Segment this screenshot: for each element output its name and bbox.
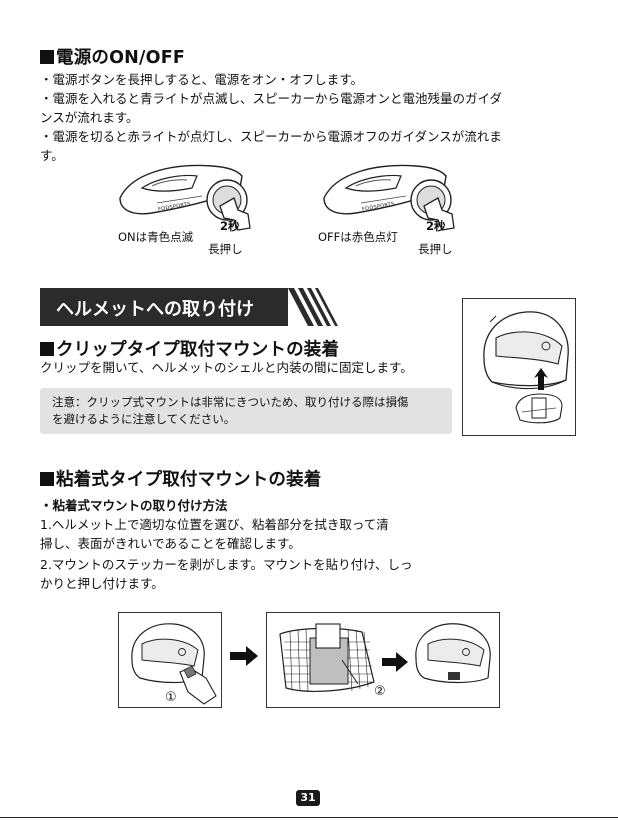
adhesive-step1-illustration (118, 612, 222, 708)
note-line-1: 注意：クリップ式マウントは非常にきついため、取り付ける際は損傷 (52, 395, 409, 409)
caution-note: 注意：クリップ式マウントは非常にきついため、取り付ける際は損傷 を避けるように注… (40, 388, 452, 434)
square-bullet-icon (40, 342, 54, 356)
off-status-label: OFFは赤色点灯 (318, 230, 398, 244)
power-line-4: ・電源を切ると赤ライトが点灯し、スピーカーから電源オフのガイダンスが流れま (40, 129, 502, 144)
power-line-5: す。 (40, 148, 64, 163)
square-bullet-icon (40, 472, 54, 486)
banner-stripes-icon (288, 288, 338, 326)
on-seconds-label: 2秒 (220, 219, 240, 233)
off-seconds-label: 2秒 (426, 219, 446, 233)
page-number: 31 (296, 790, 320, 806)
on-status-label: ONは青色点滅 (118, 230, 194, 244)
banner-title: ヘルメットへの取り付け (56, 299, 254, 320)
power-line-3: ンスが流れます。 (40, 110, 139, 125)
step2-marker: ② (374, 684, 386, 699)
mount-section-banner: ヘルメットへの取り付け (40, 288, 338, 326)
clip-text: クリップを開いて、ヘルメットのシェルと内装の間に固定します。 (40, 360, 413, 375)
mount-sticker-grid (279, 623, 375, 693)
clip-heading: クリップタイプ取付マウントの装着 (40, 336, 339, 361)
adhesive-line-3: 2.マウントのステッカーを剥がします。マウントを貼り付け、しっ (40, 557, 413, 572)
adhesive-subheading: ・粘着式マウントの取り付け方法 (40, 498, 228, 513)
step1-marker: ① (165, 690, 177, 705)
power-line-2: ・電源を入れると青ライトが点滅し、スピーカーから電源オンと電池残量のガイダ (40, 91, 503, 106)
on-press-label: 長押し (208, 242, 243, 256)
adhesive-line-1: 1.ヘルメット上で適切な位置を選び、粘着部分を拭き取って清 (40, 517, 389, 532)
off-press-label: 長押し (418, 242, 453, 256)
bottom-rule (0, 817, 618, 818)
adhesive-step2-illustration (266, 612, 500, 708)
square-bullet-icon (40, 50, 54, 64)
adhesive-heading: 粘着式タイプ取付マウントの装着 (40, 466, 322, 491)
arrow-right-icon (230, 646, 258, 666)
adhesive-line-4: かりと押し付けます。 (40, 576, 164, 591)
banner-bar (40, 288, 288, 326)
device-on-illustration (119, 164, 251, 231)
note-line-2: を避けるように注意してください。 (52, 412, 236, 426)
power-heading: 電源のON/OFF (40, 44, 185, 69)
clip-helmet-illustration (462, 298, 576, 436)
device-off-illustration (323, 164, 455, 231)
adhesive-line-2: 掃し、表面がきれいであることを確認します。 (40, 536, 301, 551)
power-line-1: ・電源ボタンを長押しすると、電源をオン・オフします。 (40, 72, 364, 87)
